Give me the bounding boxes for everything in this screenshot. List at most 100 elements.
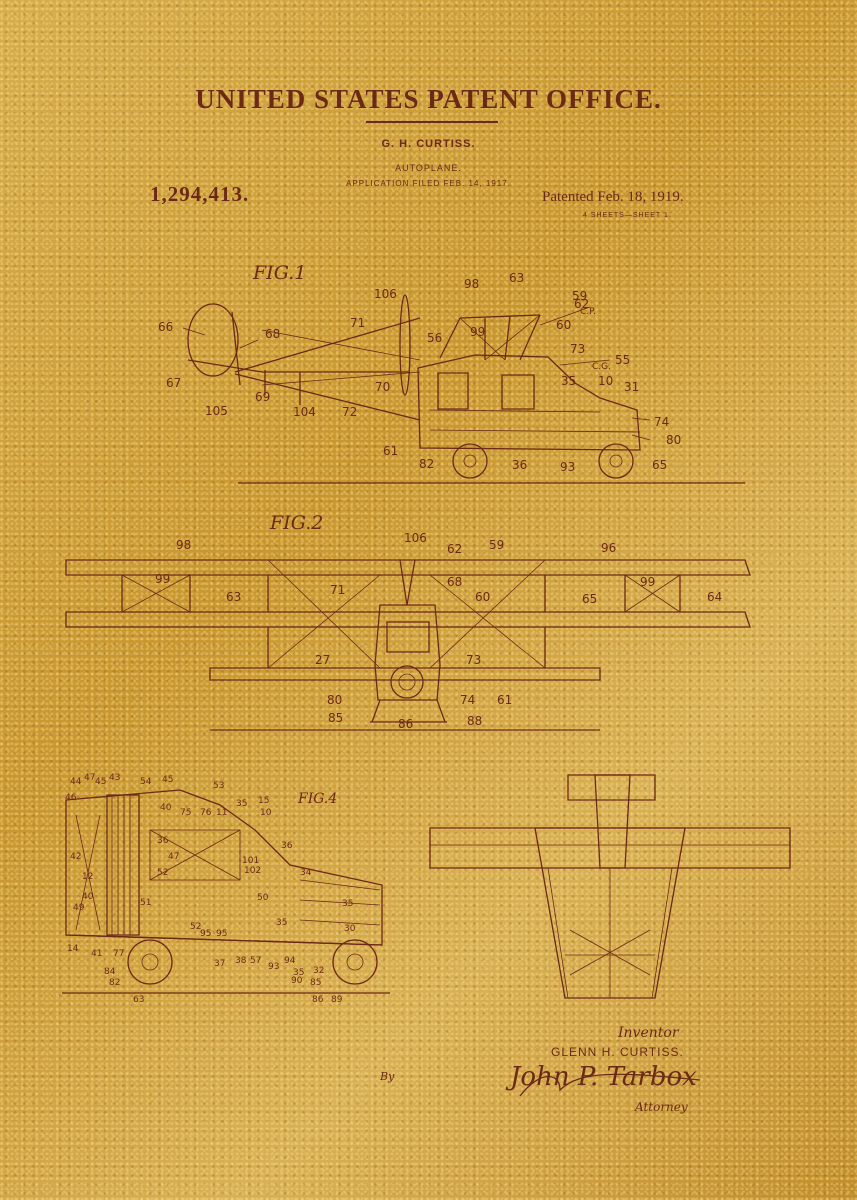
ref-number: 35 xyxy=(342,899,354,909)
patented-date: Patented Feb. 18, 1919. xyxy=(542,189,684,205)
attorney-label: Attorney xyxy=(635,1100,688,1114)
ref-number: 56 xyxy=(427,331,443,345)
ref-number: 31 xyxy=(624,380,640,394)
ref-number: 36 xyxy=(281,841,293,851)
ref-number: 10 xyxy=(598,374,614,388)
ref-number: 88 xyxy=(467,714,483,728)
attorney-signature-flourish xyxy=(520,1074,700,1096)
ref-number: 72 xyxy=(342,405,358,419)
ref-number: 70 xyxy=(375,380,391,394)
ref-number: 71 xyxy=(330,583,346,597)
fig4-car-detail-drawing xyxy=(62,790,390,993)
ref-number: 61 xyxy=(383,444,399,458)
ref-number: 10 xyxy=(260,808,272,818)
ref-number: 63 xyxy=(226,590,242,604)
ref-number: 43 xyxy=(109,773,121,783)
ref-number: 59 xyxy=(572,289,588,303)
ref-number: 68 xyxy=(447,575,463,589)
ref-number: 11 xyxy=(216,808,228,818)
ref-number: 77 xyxy=(113,949,125,959)
ref-number: 35 xyxy=(236,799,248,809)
ref-number: 45 xyxy=(95,777,107,787)
ref-number: 85 xyxy=(310,978,322,988)
ref-number: 30 xyxy=(344,924,356,934)
ref-number: 106 xyxy=(404,531,427,545)
fig2-front-view-drawing xyxy=(66,560,750,730)
attorney-signature: John P. Tarbox xyxy=(510,1062,697,1092)
ref-number: 63 xyxy=(133,995,145,1005)
ref-number: 62 xyxy=(574,297,590,311)
ref-number: 106 xyxy=(374,287,397,301)
ref-number: 69 xyxy=(255,390,271,404)
ref-number: 34 xyxy=(300,868,312,878)
ref-number: 63 xyxy=(509,271,525,285)
ref-number: 62 xyxy=(447,542,463,556)
ref-number: 74 xyxy=(654,415,670,429)
ref-number: 36 xyxy=(157,836,169,846)
ref-number: 35 xyxy=(293,968,305,978)
ref-number: 42 xyxy=(70,852,82,862)
ref-number: 95 xyxy=(200,929,212,939)
inventor-signature-name: GLENN H. CURTISS. xyxy=(551,1045,684,1059)
ref-number: 99 xyxy=(155,572,171,586)
ref-number: 59 xyxy=(489,538,505,552)
ref-number: 52 xyxy=(190,922,202,932)
ref-number: 75 xyxy=(180,808,192,818)
ref-number: 47 xyxy=(168,852,180,862)
ref-number: 55 xyxy=(615,353,631,367)
ref-number: 49 xyxy=(73,903,85,913)
fig2-label: FIG.2 xyxy=(270,512,324,534)
ref-number: 45 xyxy=(162,775,174,785)
ref-number: 65 xyxy=(582,592,598,606)
ref-number: 68 xyxy=(265,327,281,341)
ref-number: 95 xyxy=(216,929,228,939)
ref-number: 80 xyxy=(666,433,682,447)
ref-number: 15 xyxy=(258,796,270,806)
ref-number: 76 xyxy=(200,808,212,818)
fig1-side-view-drawing xyxy=(183,295,745,483)
ref-number: 86 xyxy=(312,995,324,1005)
by-label: By xyxy=(380,1070,395,1083)
ref-number: C.P. xyxy=(580,307,597,317)
ref-number: 84 xyxy=(104,967,116,977)
ref-number: 52 xyxy=(157,868,169,878)
ref-number: 64 xyxy=(707,590,723,604)
ref-number: 98 xyxy=(176,538,192,552)
ref-number: 46 xyxy=(65,793,77,803)
ref-number: 47 xyxy=(84,773,96,783)
ref-number: 96 xyxy=(601,541,617,555)
ref-number: 41 xyxy=(91,949,103,959)
ref-number: 32 xyxy=(313,966,325,976)
ref-number: 40 xyxy=(82,892,94,902)
ref-number: 66 xyxy=(158,320,174,334)
ref-number: 102 xyxy=(244,866,262,876)
ref-number: 80 xyxy=(327,693,343,707)
ref-number: 82 xyxy=(419,457,435,471)
ref-number: 67 xyxy=(166,376,182,390)
ref-number: 101 xyxy=(242,856,260,866)
ref-number: 65 xyxy=(652,458,668,472)
ref-number: 35 xyxy=(276,918,288,928)
ref-number: 50 xyxy=(257,893,269,903)
ref-number: 74 xyxy=(460,693,476,707)
application-filed-date: APPLICATION FILED FEB. 14, 1917. xyxy=(346,179,511,188)
ref-number: 90 xyxy=(291,976,303,986)
invention-title: AUTOPLANE. xyxy=(395,163,462,173)
ref-number: 27 xyxy=(315,653,331,667)
ref-number: 82 xyxy=(109,978,121,988)
patent-number: 1,294,413. xyxy=(150,182,250,206)
ref-number: 57 xyxy=(250,956,262,966)
inventor-name-header: G. H. CURTISS. xyxy=(381,138,476,150)
ref-number: 60 xyxy=(475,590,491,604)
ref-number: 104 xyxy=(293,405,316,419)
ref-number: 94 xyxy=(284,956,296,966)
fig4-label: FIG.4 xyxy=(298,791,338,807)
ref-number: 98 xyxy=(464,277,480,291)
ref-number: 60 xyxy=(556,318,572,332)
title-divider xyxy=(366,121,498,123)
ref-number: 71 xyxy=(350,316,366,330)
ref-number: 99 xyxy=(470,325,486,339)
inventor-label: Inventor xyxy=(618,1025,679,1041)
ref-number: 73 xyxy=(466,653,482,667)
